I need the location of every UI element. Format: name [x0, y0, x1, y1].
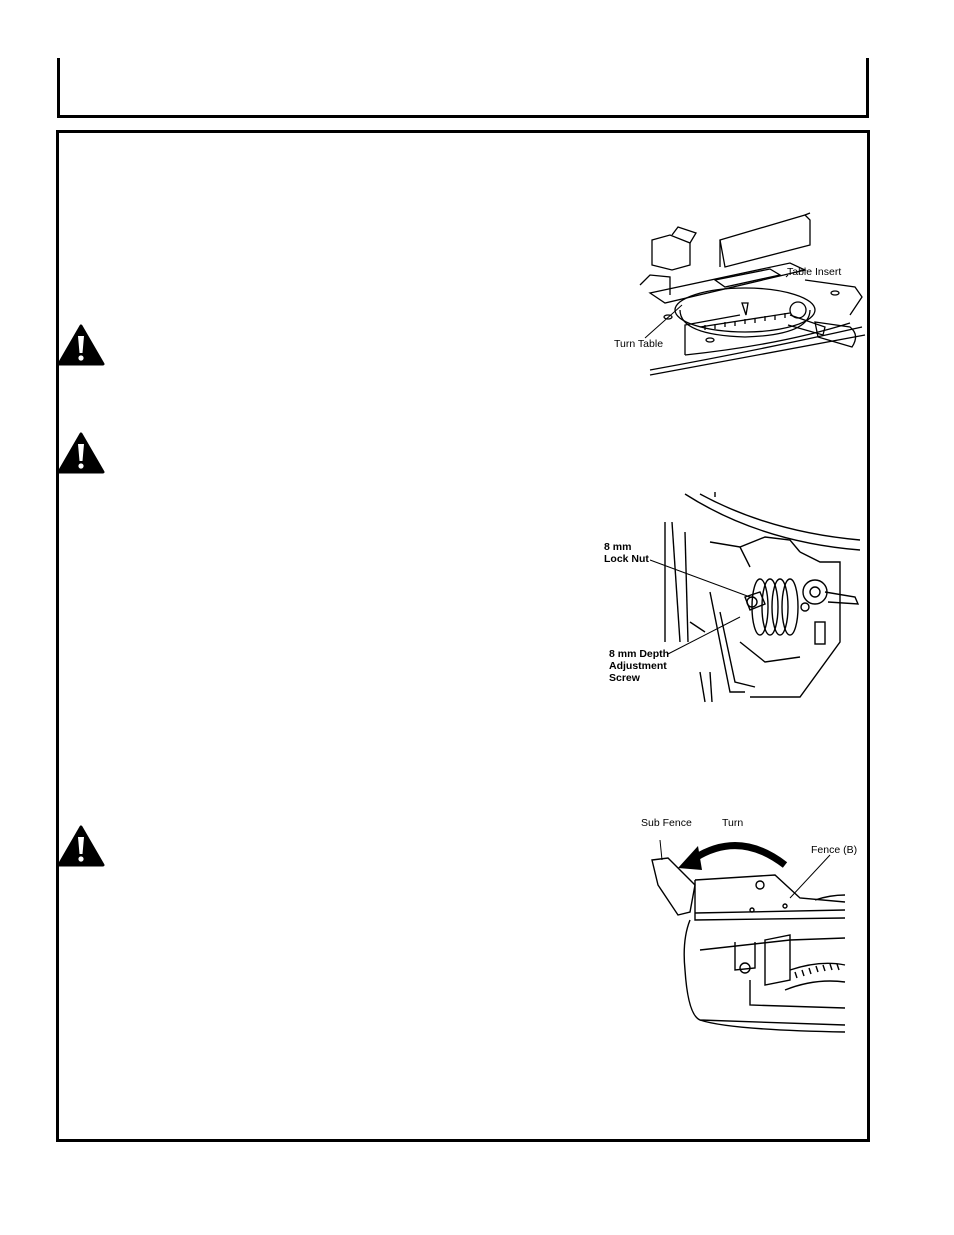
sub-fence-label: Sub Fence: [641, 817, 692, 829]
table-insert-label: Table Insert: [787, 266, 842, 278]
main-content-box: [56, 130, 870, 1142]
lock-nut-label-line2: Lock Nut: [604, 553, 649, 565]
fence-b-label: Fence (B): [811, 844, 858, 856]
turn-table-illustration: [639, 212, 866, 376]
warning-icon: [57, 825, 105, 867]
warning-icon: [57, 324, 105, 366]
depth-adjustment-illustration: [649, 492, 861, 703]
depth-screw-label-line2: Adjustment: [609, 660, 667, 672]
lock-nut-label-line1: 8 mm: [604, 541, 632, 553]
header-box: [57, 58, 869, 118]
turn-label: Turn: [722, 817, 744, 829]
depth-screw-label-line3: Screw: [609, 672, 640, 684]
warning-icon: [57, 432, 105, 474]
depth-screw-label-line1: 8 mm Depth: [609, 648, 670, 660]
sub-fence-illustration: [651, 839, 846, 1033]
turn-table-label: Turn Table: [614, 338, 664, 350]
